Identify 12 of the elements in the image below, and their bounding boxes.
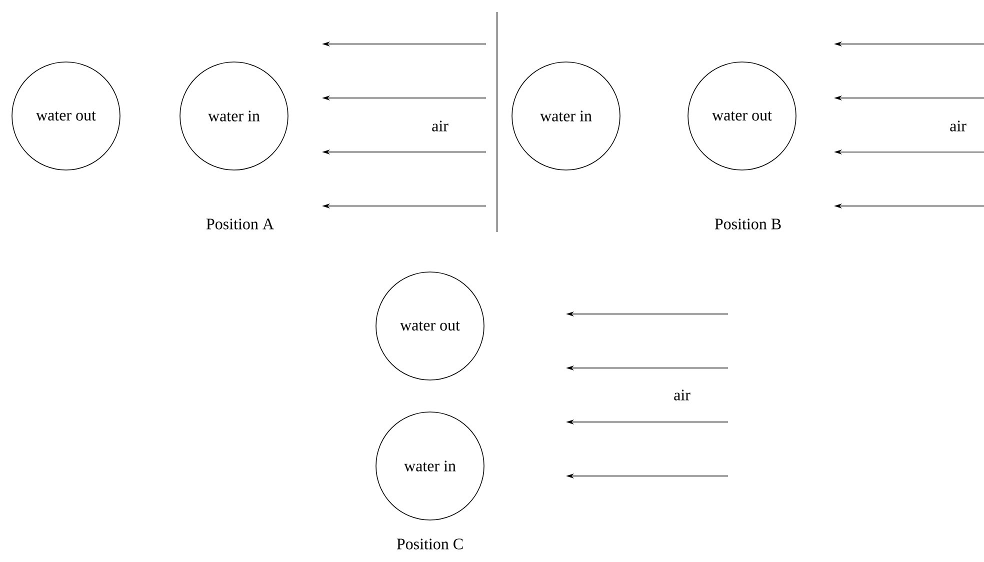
- text-label: air: [950, 120, 966, 132]
- circle-node: water out: [12, 62, 120, 170]
- circle-node: water in: [376, 412, 484, 520]
- circle-node: water out: [376, 272, 484, 380]
- circle-node: water in: [180, 62, 288, 170]
- text-label: air: [432, 120, 448, 132]
- text-label: Position B: [714, 218, 781, 230]
- text-label: Position A: [206, 218, 274, 230]
- text-label: air: [674, 390, 690, 400]
- circle-node: water out: [688, 62, 796, 170]
- text-label: Position C: [396, 538, 463, 550]
- circle-node: water in: [512, 62, 620, 170]
